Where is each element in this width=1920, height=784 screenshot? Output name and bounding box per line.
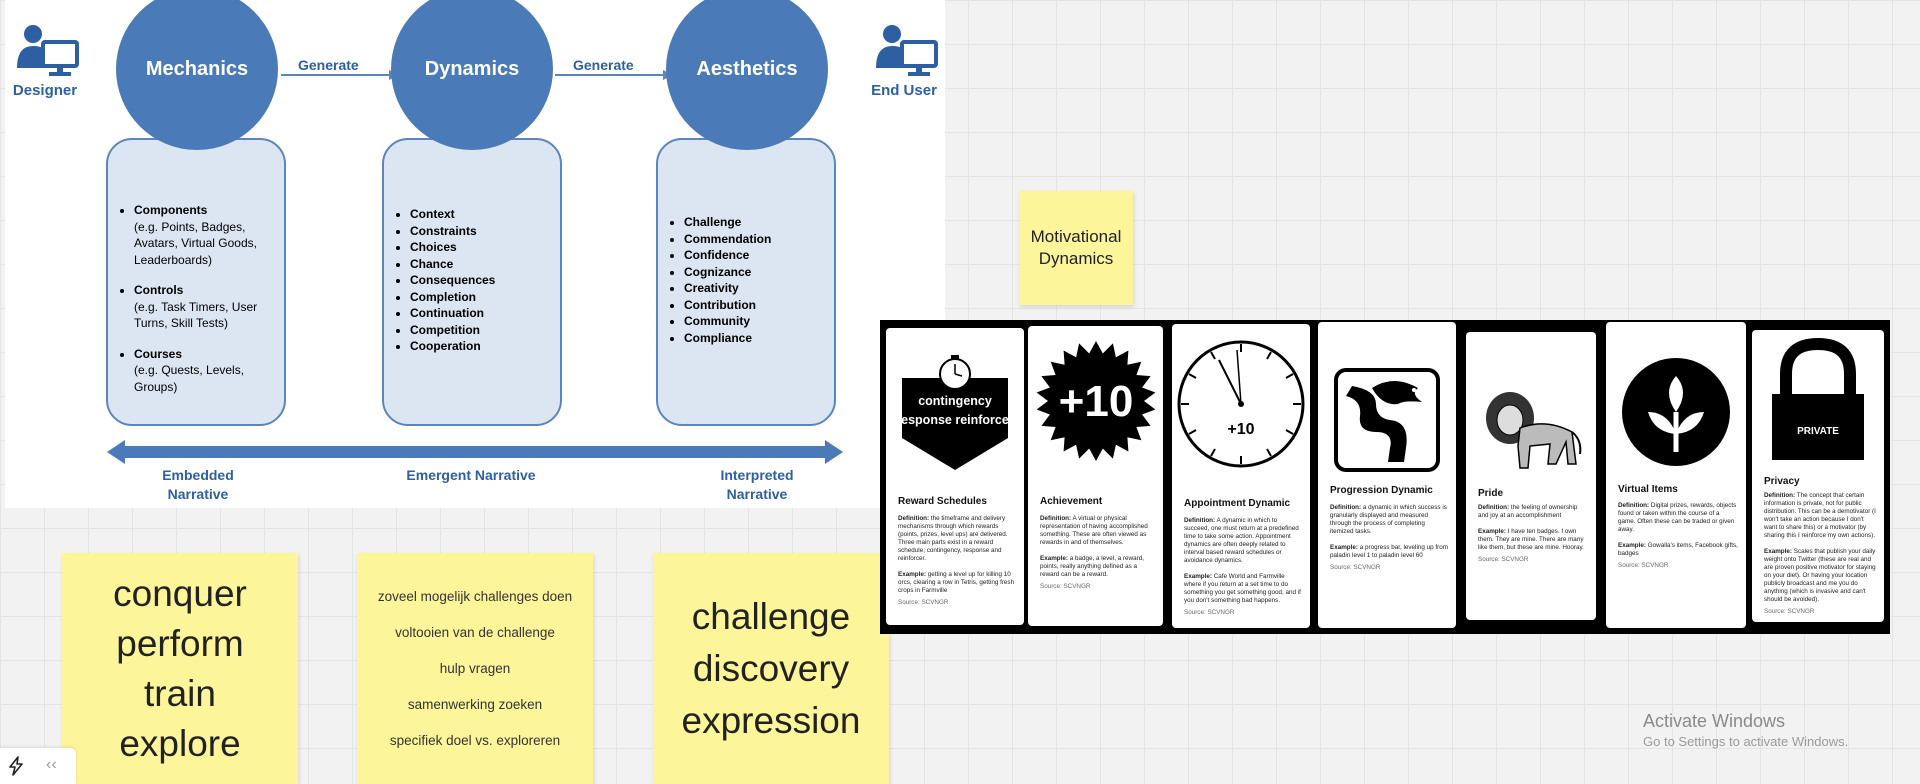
dynamics-item: Consequences [410,272,560,289]
card-title: Virtual Items [1618,484,1678,495]
mechanics-circle: Mechanics [116,0,278,150]
sticky-middle[interactable]: zoveel mogelijk challenges doen voltooie… [357,553,593,784]
sticky-line: specifiek doel vs. exploreren [389,732,561,748]
card-reward-schedules: contingency response reinforcer Reward S… [886,328,1024,625]
activate-windows-subtitle: Go to Settings to activate Windows. [1643,734,1849,749]
card-title: Achievement [1040,496,1103,507]
dynamics-item: Context [410,206,560,223]
enduser-icon [876,25,938,76]
mechanics-item: Courses(e.g. Quests, Levels, Groups) [134,346,284,396]
dynamics-item: Competition [410,322,560,339]
mda-framework-diagram[interactable]: Designer End User Generate Generate Comp… [5,0,945,508]
designer-label: Designer [12,82,78,99]
sticky-word: expression [681,699,861,741]
card-achievement: +10 Achievement Definition: A virtual or… [1028,326,1163,626]
dynamics-item: Constraints [410,223,560,240]
reward-schedule-icon [902,355,1008,470]
card-body: Definition: A virtual or physical repres… [1040,515,1148,590]
card-body: Definition: a dynamic in which success i… [1330,504,1448,571]
connector-arrows [107,70,843,464]
dynamics-item: Completion [410,289,560,306]
designer-icon [17,25,79,76]
sticky-word: conquer [113,572,247,614]
starburst-badge-icon: +10 [1036,341,1155,461]
sticky-word: discovery [692,647,850,689]
dynamics-item: Chance [410,256,560,273]
mechanics-item: Controls(e.g. Task Timers, User Turns, S… [134,282,284,332]
sticky-line: hulp vragen [439,660,511,676]
sticky-motivational-dynamics[interactable]: Motivational Dynamics [1019,191,1133,305]
lightning-icon[interactable] [8,756,24,781]
mechanics-title: Mechanics [145,57,249,80]
aesthetics-item: Confidence [684,247,834,264]
generate-label-1: Generate [298,57,359,73]
interpreted-narrative-label: Interpreted Narrative [720,467,794,502]
aesthetics-card: ChallengeCommendationConfidenceCognizanc… [656,138,836,426]
lion-icon [1486,392,1582,469]
card-title: Pride [1478,488,1504,499]
card-body: Definition: The concept that certain inf… [1764,492,1876,615]
dynamics-item: Cooperation [410,338,560,355]
dynamics-item: Choices [410,239,560,256]
card-title: Privacy [1764,476,1800,487]
sticky-word: perform [116,622,244,664]
enduser-label: End User [871,82,937,99]
aesthetics-item: Compliance [684,330,834,347]
card-body: Definition: A dynamic in which to succee… [1184,517,1301,616]
dynamics-title: Dynamics [424,57,520,80]
card-title: Progression Dynamic [1330,485,1433,496]
enduser-actor: End User [864,20,944,99]
card-virtual-items: Virtual Items Definition: Digital prizes… [1606,322,1746,628]
sticky-line: zoveel mogelijk challenges doen [377,588,573,604]
mechanics-item: Components(e.g. Points, Badges, Avatars,… [134,202,284,268]
mechanics-card: Components(e.g. Points, Badges, Avatars,… [106,138,286,426]
card-privacy: PRIVATE Privacy Definition: The concept … [1752,330,1884,622]
aesthetics-item: Contribution [684,297,834,314]
aesthetics-item: Challenge [684,214,834,231]
card-body: Definition: Digital prizes, rewards, obj… [1618,502,1738,569]
card-progression-dynamic: Progression Dynamic Definition: a dynami… [1318,322,1456,628]
card-badge-text: contingency response reinforcer [896,394,1014,427]
designer-actor: Designer [5,20,85,99]
card-pride: Pride Definition: the feeling of ownersh… [1466,332,1596,620]
card-badge-text: +10 [1227,421,1254,438]
sticky-right[interactable]: challenge discovery expression [653,553,889,784]
plant-leaf-icon [1622,358,1730,466]
sticky-word: challenge [691,595,851,637]
salmon-upstream-icon [1334,368,1440,472]
clock-icon: +10 [1177,340,1305,468]
collapse-chevrons-icon[interactable]: ‹‹ [46,756,57,773]
dynamics-item: Continuation [410,305,560,322]
sticky-word: train [144,672,216,714]
sticky-word: explore [119,722,241,764]
sticky-line: voltooien van de challenge [395,624,555,640]
card-badge-text: PRIVATE [1797,426,1839,437]
card-appointment-dynamic: +10 Appointment Dynamic Definition: A dy… [1172,324,1310,628]
card-title: Appointment Dynamic [1184,498,1291,509]
card-body: Definition: the feeling of ownership and… [1478,504,1584,563]
card-title: Reward Schedules [898,496,987,507]
aesthetics-title: Aesthetics [696,57,798,80]
generate-label-2: Generate [573,57,634,73]
aesthetics-item: Cognizance [684,264,834,281]
activate-windows-title: Activate Windows [1643,711,1786,731]
aesthetics-item: Creativity [684,280,834,297]
bottom-toolbar: ‹‹ [0,748,76,784]
padlock-icon: PRIVATE [1772,338,1864,460]
card-badge-text: +10 [1058,377,1133,426]
aesthetics-circle: Aesthetics [666,0,828,150]
motivational-cards-image[interactable]: contingency response reinforcer Reward S… [880,320,1890,634]
embedded-narrative-label: Embedded Narrative [162,467,234,502]
emergent-narrative-label: Emergent Narrative [406,467,536,483]
sticky-line: samenwerking zoeken [407,696,543,712]
dynamics-circle: Dynamics [391,0,553,150]
aesthetics-item: Commendation [684,231,834,248]
aesthetics-item: Community [684,313,834,330]
dynamics-card: ContextConstraintsChoicesChanceConsequen… [382,138,562,426]
sticky-text: Motivational Dynamics [1030,227,1122,268]
sticky-left[interactable]: conquer perform train explore [62,553,298,784]
card-body: Definition: the timeframe and delivery m… [898,515,1015,606]
